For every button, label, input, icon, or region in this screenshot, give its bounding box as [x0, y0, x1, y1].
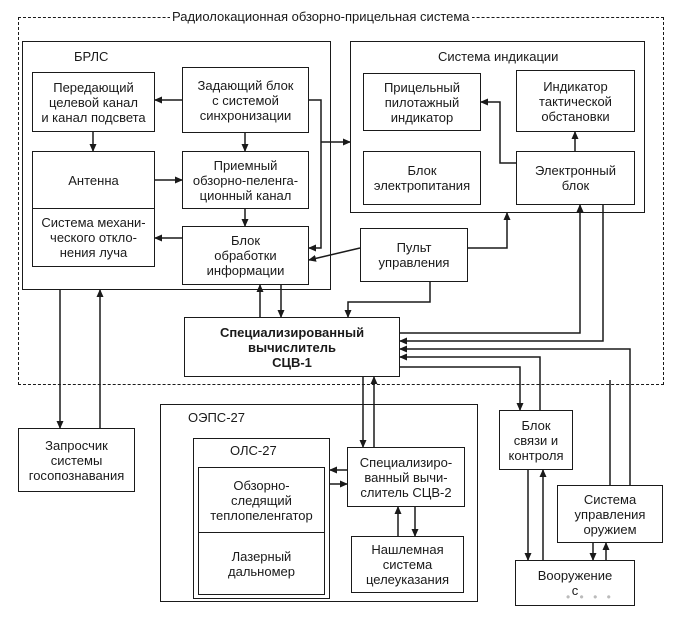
connector-weapon-to-computer1 — [399, 345, 631, 485]
iff-interrogator-block: Запросчик системы госопознавания — [18, 428, 135, 492]
indication-title: Система индикации — [438, 49, 559, 64]
master-oscillator-block: Задающий блок с системой синхронизации — [182, 67, 309, 133]
beam-steering-block: Система механи- ческого откло- нения луч… — [32, 209, 155, 267]
oeps-frame — [160, 404, 478, 602]
connector-panel-to-indication — [468, 212, 511, 249]
connector-computer1-to-electronic — [400, 204, 584, 334]
connector-master-bus-to-processing — [308, 99, 322, 252]
control-panel-block: Пульт управления — [360, 228, 468, 282]
brls-title: БРЛС — [74, 49, 109, 64]
indication-frame — [350, 41, 645, 213]
sight-indicator-block: Прицельный пилотажный индикатор — [363, 73, 481, 131]
radar-system-title: Радиолокационная обзорно-прицельная сист… — [170, 9, 472, 24]
computer-scv1-block: Специализированный вычислитель СЦВ-1 — [184, 317, 400, 377]
connector-panel-to-computer1 — [344, 282, 431, 318]
antenna-block: Антенна — [32, 151, 155, 209]
connector-comm-bus-to-computer1 — [399, 353, 541, 410]
connector-computer1-to-comm — [400, 366, 524, 411]
comm-control-block: Блок связи и контроля — [499, 410, 573, 470]
ols-frame — [193, 438, 330, 599]
watermark-dots: • • • • — [566, 590, 614, 604]
weapon-control-block: Система управления оружием — [557, 485, 663, 543]
oeps-title: ОЭПС-27 — [188, 410, 245, 425]
connector-panel-to-processing — [308, 247, 361, 262]
receiver-block: Приемный обзорно-пеленга- ционный канал — [182, 151, 309, 209]
electronic-block: Электронный блок — [516, 151, 635, 205]
thermal-tracker-block: Обзорно- следящий теплопеленгатор — [198, 467, 325, 533]
transmitter-block: Передающий целевой канал и канал подсвет… — [32, 72, 155, 132]
ols-title: ОЛС-27 — [230, 443, 277, 458]
connector-electronic-bus-return — [399, 205, 604, 345]
processing-block: Блок обработки информации — [182, 226, 309, 285]
computer-scv2-block: Специализиро- ванный вычи- слитель СЦВ-2 — [347, 447, 465, 507]
armament-block: Вооружение с — [515, 560, 635, 606]
connector-electronic-to-sight-indicator — [480, 98, 516, 164]
tactical-indicator-block: Индикатор тактической обстановки — [516, 70, 635, 132]
laser-rangefinder-block: Лазерный дальномер — [198, 533, 325, 595]
brls-frame — [22, 41, 331, 290]
helmet-targeting-block: Нашлемная система целеуказания — [351, 536, 464, 593]
power-supply-block: Блок электропитания — [363, 151, 481, 205]
